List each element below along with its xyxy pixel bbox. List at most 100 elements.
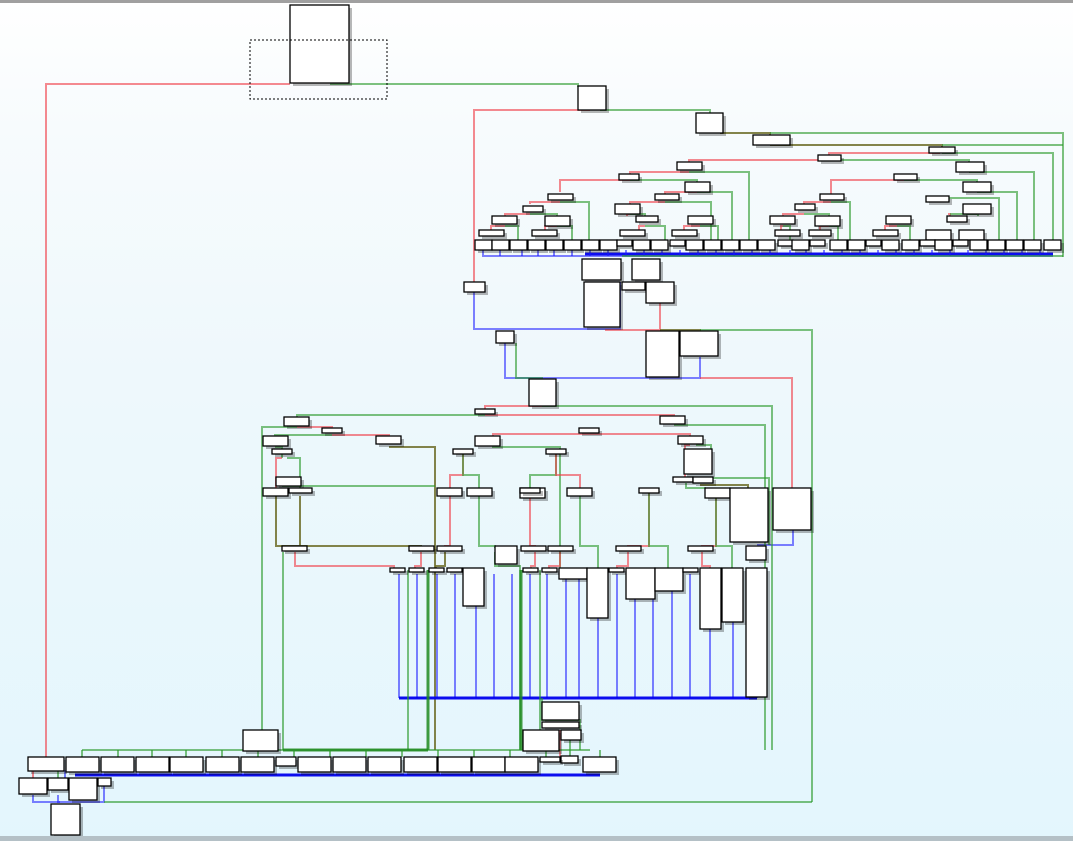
basic-block-node[interactable] bbox=[621, 281, 646, 291]
basic-block-node[interactable] bbox=[808, 229, 832, 237]
basic-block-node[interactable] bbox=[566, 487, 593, 497]
basic-block-node[interactable] bbox=[135, 756, 170, 773]
basic-block-node[interactable] bbox=[721, 239, 740, 251]
basic-block-node[interactable] bbox=[616, 239, 633, 247]
basic-block-node[interactable] bbox=[699, 567, 722, 630]
basic-block-node[interactable] bbox=[687, 215, 714, 225]
basic-block-node[interactable] bbox=[545, 239, 564, 251]
basic-block-node[interactable] bbox=[654, 193, 680, 201]
basic-block-node[interactable] bbox=[881, 239, 900, 251]
basic-block-node[interactable] bbox=[466, 487, 493, 497]
basic-block-node[interactable] bbox=[563, 239, 582, 251]
basic-block-node[interactable] bbox=[829, 239, 848, 251]
basic-block-node[interactable] bbox=[692, 476, 714, 484]
basic-block-node[interactable] bbox=[599, 239, 618, 251]
basic-block-node[interactable] bbox=[631, 258, 661, 281]
basic-block-node[interactable] bbox=[531, 229, 558, 237]
basic-block-node[interactable] bbox=[809, 239, 826, 247]
basic-block-node[interactable] bbox=[547, 193, 574, 201]
basic-block-node[interactable] bbox=[408, 545, 435, 552]
basic-block-node[interactable] bbox=[560, 729, 582, 741]
basic-block-node[interactable] bbox=[522, 729, 560, 752]
basic-block-node[interactable] bbox=[446, 567, 463, 573]
basic-block-node[interactable] bbox=[462, 567, 485, 607]
basic-block-node[interactable] bbox=[794, 203, 816, 211]
basic-block-node[interactable] bbox=[817, 154, 842, 162]
basic-block-node[interactable] bbox=[684, 181, 711, 193]
basic-block-node[interactable] bbox=[242, 729, 279, 752]
basic-block-node[interactable] bbox=[275, 756, 297, 767]
basic-block-node[interactable] bbox=[581, 239, 600, 251]
basic-block-node[interactable] bbox=[925, 229, 952, 241]
basic-block-node[interactable] bbox=[97, 777, 112, 787]
basic-block-node[interactable] bbox=[638, 487, 660, 494]
basic-block-node[interactable] bbox=[275, 476, 302, 487]
basic-block-node[interactable] bbox=[18, 777, 48, 795]
basic-block-node[interactable] bbox=[676, 161, 703, 171]
basic-block-node[interactable] bbox=[679, 330, 719, 357]
basic-block-node[interactable] bbox=[952, 239, 969, 247]
basic-block-node[interactable] bbox=[635, 215, 659, 223]
basic-block-node[interactable] bbox=[687, 545, 714, 552]
basic-block-node[interactable] bbox=[619, 229, 646, 237]
basic-block-node[interactable] bbox=[321, 427, 343, 434]
viewport-rectangle[interactable] bbox=[249, 39, 388, 100]
basic-block-node[interactable] bbox=[474, 408, 496, 415]
basic-block-node[interactable] bbox=[281, 545, 308, 552]
basic-block-node[interactable] bbox=[654, 567, 684, 592]
basic-block-node[interactable] bbox=[491, 215, 518, 225]
basic-block-node[interactable] bbox=[577, 85, 607, 111]
basic-block-node[interactable] bbox=[436, 545, 463, 552]
basic-block-node[interactable] bbox=[541, 701, 580, 721]
basic-block-node[interactable] bbox=[65, 756, 100, 773]
basic-block-node[interactable] bbox=[745, 545, 767, 561]
basic-block-node[interactable] bbox=[777, 239, 794, 247]
basic-block-node[interactable] bbox=[928, 146, 956, 154]
basic-block-node[interactable] bbox=[685, 239, 704, 251]
basic-block-node[interactable] bbox=[581, 258, 622, 281]
basic-block-node[interactable] bbox=[645, 330, 680, 378]
basic-block-node[interactable] bbox=[528, 378, 557, 407]
basic-block-node[interactable] bbox=[50, 803, 81, 836]
basic-block-node[interactable] bbox=[491, 239, 510, 251]
basic-block-node[interactable] bbox=[745, 567, 768, 698]
basic-block-node[interactable] bbox=[625, 567, 656, 600]
basic-block-node[interactable] bbox=[541, 567, 558, 573]
basic-block-node[interactable] bbox=[297, 756, 332, 773]
basic-block-node[interactable] bbox=[375, 435, 402, 445]
basic-block-node[interactable] bbox=[618, 173, 640, 181]
basic-block-node[interactable] bbox=[752, 134, 791, 146]
basic-block-node[interactable] bbox=[463, 281, 486, 293]
basic-block-node[interactable] bbox=[560, 755, 579, 764]
basic-block-node[interactable] bbox=[958, 229, 985, 241]
basic-block-node[interactable] bbox=[934, 239, 953, 251]
basic-block-node[interactable] bbox=[519, 487, 541, 494]
basic-block-node[interactable] bbox=[872, 229, 899, 237]
basic-block-node[interactable] bbox=[169, 756, 204, 773]
basic-block-node[interactable] bbox=[739, 239, 758, 251]
basic-block-node[interactable] bbox=[969, 239, 988, 251]
basic-block-node[interactable] bbox=[671, 229, 698, 237]
basic-block-node[interactable] bbox=[522, 205, 544, 213]
basic-block-node[interactable] bbox=[288, 487, 313, 494]
basic-block-node[interactable] bbox=[262, 435, 289, 447]
basic-block-node[interactable] bbox=[582, 756, 617, 773]
basic-block-node[interactable] bbox=[955, 161, 985, 173]
basic-block-node[interactable] bbox=[474, 239, 493, 251]
basic-block-node[interactable] bbox=[1005, 239, 1024, 251]
basic-block-node[interactable] bbox=[672, 476, 694, 483]
basic-block-node[interactable] bbox=[47, 777, 69, 791]
basic-block-node[interactable] bbox=[509, 239, 528, 251]
basic-block-node[interactable] bbox=[205, 756, 240, 773]
basic-block-node[interactable] bbox=[669, 239, 686, 247]
basic-block-node[interactable] bbox=[68, 777, 98, 801]
basic-block-node[interactable] bbox=[578, 427, 600, 434]
basic-block-node[interactable] bbox=[240, 756, 275, 773]
basic-block-node[interactable] bbox=[901, 239, 920, 251]
basic-block-node[interactable] bbox=[367, 756, 402, 773]
basic-block-node[interactable] bbox=[919, 239, 936, 247]
basic-block-node[interactable] bbox=[772, 487, 812, 531]
basic-block-node[interactable] bbox=[271, 448, 293, 455]
basic-block-node[interactable] bbox=[545, 448, 567, 455]
